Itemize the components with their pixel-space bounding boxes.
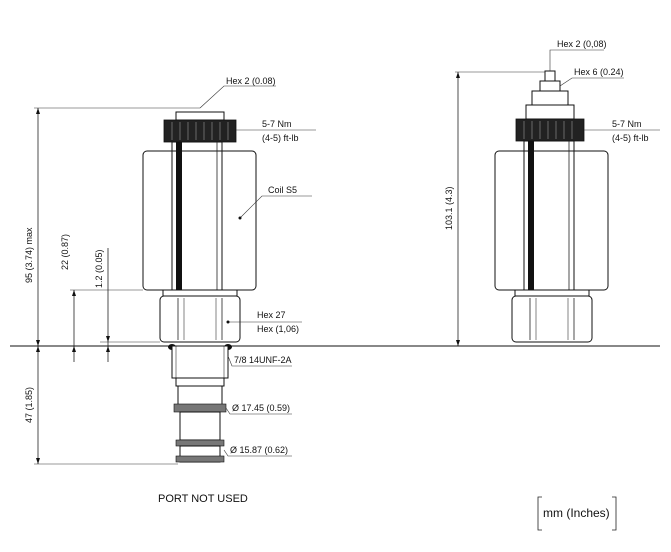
right-hex2-label: Hex 2 (0,08) (557, 39, 607, 49)
dim-12-label: 1.2 (0.05) (94, 249, 104, 288)
right-hex-nut (511, 295, 593, 343)
dim-1031-label: 103.1 (4.3) (444, 186, 454, 230)
dim-95-label: 95 (3.74) max (24, 227, 34, 283)
left-torque-nm-label: 5-7 Nm (262, 119, 292, 129)
knurled-nut (163, 119, 237, 143)
units-label: mm (Inches) (543, 506, 610, 520)
left-valve (142, 111, 257, 463)
hex27-label: Hex 27 (257, 310, 286, 320)
right-torque-ftlb-label: (4-5) ft-lb (612, 133, 649, 143)
right-valve (494, 70, 609, 343)
right-knurled-nut (515, 118, 585, 142)
dim-22-label: 22 (0.87) (60, 234, 70, 270)
left-torque-ftlb-label: (4-5) ft-lb (262, 133, 299, 143)
dia1-label: Ø 17.45 (0.59) (232, 403, 290, 413)
dia2-label: Ø 15.87 (0.62) (230, 445, 288, 455)
right-coil-body (494, 150, 609, 291)
units-box: mm (Inches) (537, 496, 617, 531)
dim-47-label: 47 (1.85) (24, 387, 34, 423)
top-cap (175, 111, 225, 121)
thread-section (171, 345, 229, 379)
coil-label: Coil S5 (268, 185, 297, 195)
hex27-inch-label: Hex (1,06) (257, 324, 299, 334)
port-note: PORT NOT USED (158, 493, 248, 505)
left-hex-top-label: Hex 2 (0.08) (226, 76, 276, 86)
right-hex6-label: Hex 6 (0.24) (574, 67, 624, 77)
thread-label: 7/8 14UNF-2A (234, 355, 292, 365)
hex27-nut (159, 295, 241, 343)
coil-body (142, 150, 257, 291)
right-torque-nm-label: 5-7 Nm (612, 119, 642, 129)
